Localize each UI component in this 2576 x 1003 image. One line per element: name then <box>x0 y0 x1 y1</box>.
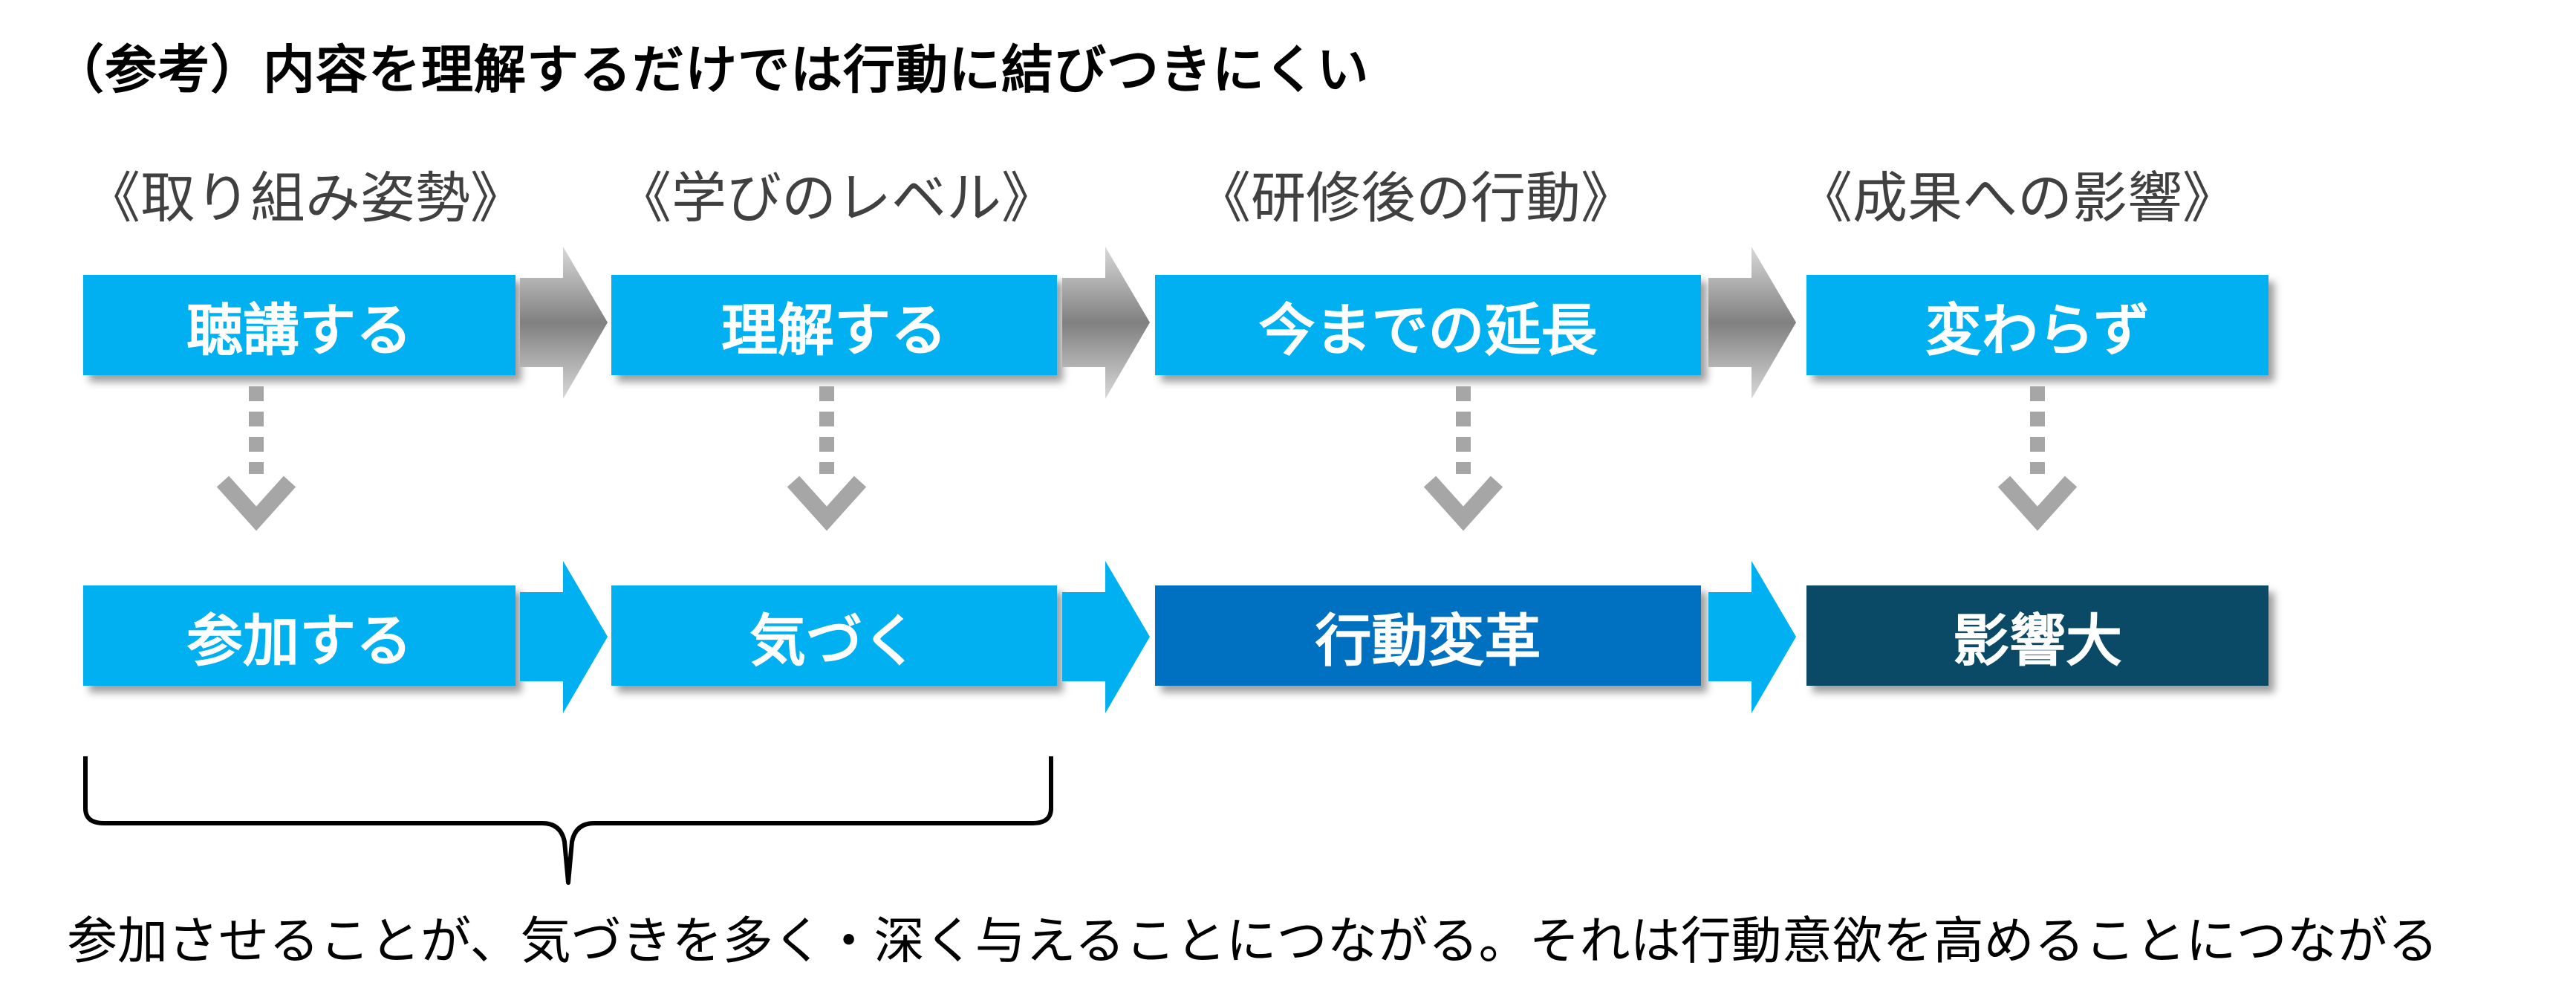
dashed-arrow-down-icon <box>1423 386 1503 531</box>
top-box-continuation: 今までの延長 <box>1155 275 1701 375</box>
top-box-listen: 聴講する <box>83 275 515 375</box>
gray-arrow-right-icon <box>520 247 608 399</box>
dashed-arrow-down-icon <box>1997 386 2078 531</box>
blue-arrow-right-icon <box>1708 561 1796 713</box>
curly-bracket <box>83 756 1053 885</box>
bottom-box-notice: 気づく <box>611 585 1057 686</box>
bottom-box-participate: 参加する <box>83 585 515 686</box>
column-label-post-training-action: 《研修後の行動》 <box>1196 166 1636 230</box>
gray-arrow-right-icon <box>1708 247 1796 399</box>
blue-arrow-right-icon <box>1062 561 1150 713</box>
page-title: （参考）内容を理解するだけでは行動に結びつきにくい <box>52 39 1370 100</box>
blue-arrow-right-icon <box>520 561 608 713</box>
dashed-arrow-down-icon <box>216 386 296 531</box>
summary-caption: 参加させることが、気づきを多く・深く与えることにつながる。それは行動意欲を高める… <box>67 912 2439 971</box>
bottom-box-big-impact: 影響大 <box>1806 585 2268 686</box>
column-label-outcome-impact: 《成果への影響》 <box>1798 166 2237 230</box>
column-label-learning-level: 《学びのレベル》 <box>617 166 1056 230</box>
gray-arrow-right-icon <box>1062 247 1150 399</box>
column-label-attitude: 《取り組み姿勢》 <box>85 166 525 230</box>
top-box-understand: 理解する <box>611 275 1057 375</box>
top-box-unchanged: 変わらず <box>1806 275 2268 375</box>
bottom-box-behavior-change: 行動変革 <box>1155 585 1701 686</box>
dashed-arrow-down-icon <box>787 386 867 531</box>
